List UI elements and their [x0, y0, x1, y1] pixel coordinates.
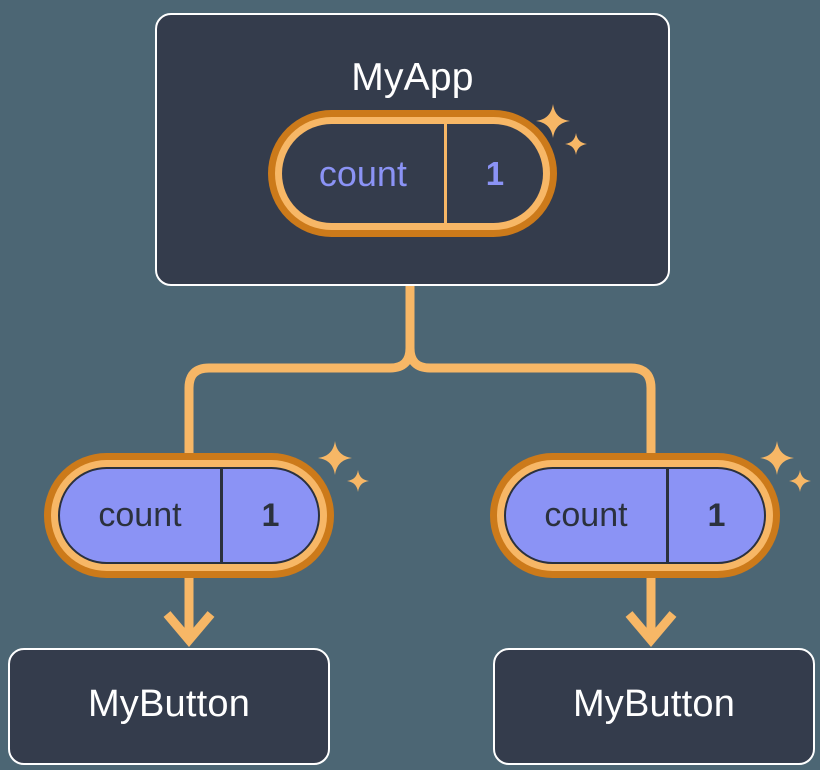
state-capsule-child-right[interactable]: count 1 — [490, 453, 780, 578]
sparkle-icon — [318, 441, 352, 475]
edge-root-to-right-child — [405, 347, 656, 470]
arrow-down-icon-left — [163, 611, 215, 647]
state-capsule-root[interactable]: count 1 — [268, 110, 557, 237]
state-value-child-left: 1 — [219, 469, 318, 562]
edge-root-to-left-child — [184, 347, 415, 470]
state-name-child-left: count — [98, 496, 182, 534]
component-card-mybutton-right[interactable]: MyButton — [493, 648, 815, 765]
sparkle-icon — [760, 441, 794, 475]
state-capsule-child-right-ring: count 1 — [497, 460, 773, 571]
sparkle-icon — [347, 470, 369, 492]
state-capsule-root-body: count 1 — [282, 124, 543, 223]
component-card-mybutton-left[interactable]: MyButton — [8, 648, 330, 765]
component-label-mybutton-left: MyButton — [87, 683, 251, 725]
state-capsule-child-left[interactable]: count 1 — [44, 453, 334, 578]
arrow-down-icon-right — [625, 611, 677, 647]
state-capsule-child-left-body: count 1 — [58, 467, 320, 564]
state-capsule-child-right-body: count 1 — [504, 467, 766, 564]
state-value-child-right: 1 — [665, 469, 764, 562]
state-capsule-child-left-ring: count 1 — [51, 460, 327, 571]
state-name-root: count — [318, 152, 407, 194]
state-capsule-root-ring: count 1 — [275, 117, 550, 230]
sparkle-icon — [789, 470, 811, 492]
state-value-root: 1 — [443, 124, 543, 223]
state-name-child-right: count — [544, 496, 628, 534]
component-label-mybutton-right: MyButton — [572, 683, 736, 725]
component-label-myapp: MyApp — [351, 56, 474, 99]
